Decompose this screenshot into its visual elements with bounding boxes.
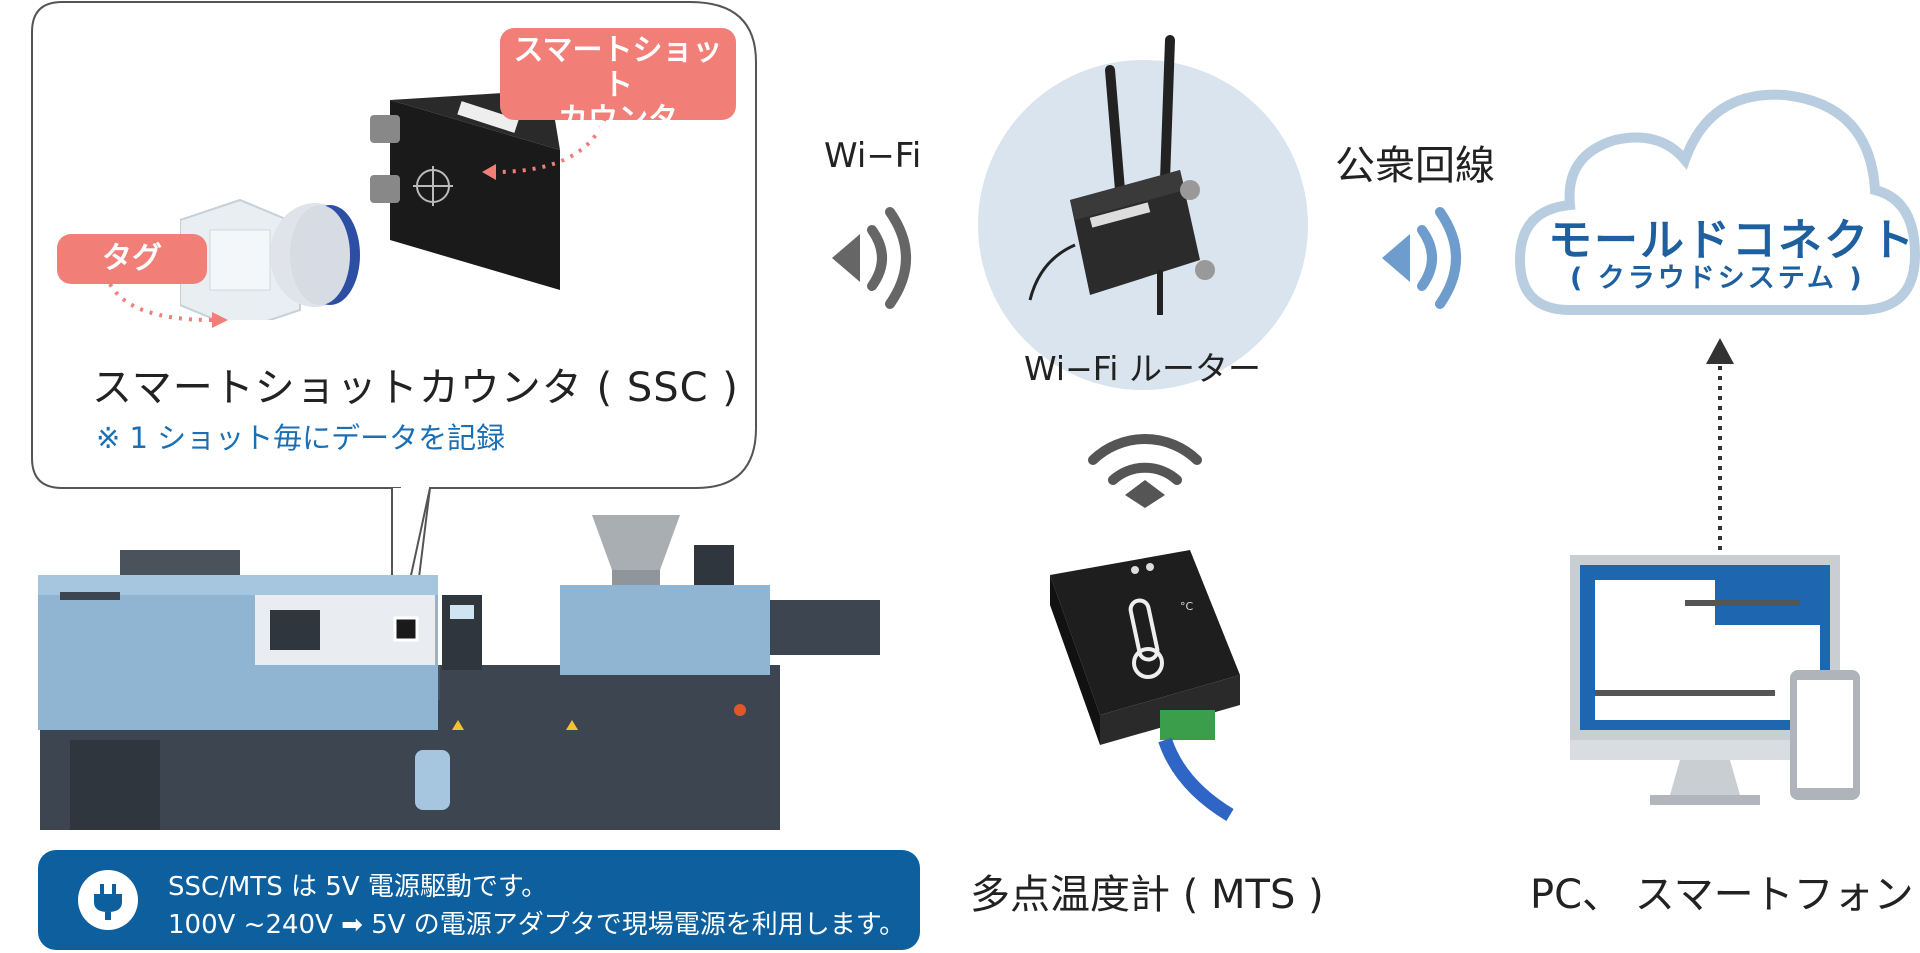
plug-icon: [78, 870, 138, 930]
router-label: Wi−Fi ルーター: [1024, 349, 1261, 388]
power-notice: SSC/MTS は 5V 電源駆動です。 100V ~240V ➡ 5V の電源…: [38, 850, 920, 950]
ssc-callout: スマートショット カウンタ タグ スマートショットカウンタ ( SSC ) ※ …: [0, 0, 760, 627]
ssc-tag-line1: スマートショット: [513, 33, 723, 103]
callout-arrows: [108, 117, 607, 328]
tag-name-label: タグ: [57, 234, 207, 284]
public-line-label: 公衆回線: [1335, 143, 1495, 189]
wifi-label: Wi−Fi: [824, 136, 922, 176]
ssc-mount-point: [393, 616, 419, 642]
public-line-signal-icon: [1382, 207, 1461, 309]
cloud-subtitle: ( クラウドシステム ): [1570, 263, 1865, 294]
power-line-2: 100V ~240V ➡ 5V の電源アダプタで現場電源を利用します。: [168, 910, 906, 940]
ssc-name-tag: スマートショット カウンタ: [500, 28, 736, 137]
pc-smartphone-illustration: [1570, 555, 1860, 805]
mts-unit-symbol: °C: [1180, 600, 1194, 613]
mts-label: 多点温度計 ( MTS ): [970, 872, 1324, 918]
wifi-fan-icon: [1088, 434, 1202, 508]
injection-molding-machine: [38, 515, 880, 830]
router-icon: [1028, 35, 1215, 315]
mts-device-illustration: °C: [1050, 550, 1240, 822]
power-line-1: SSC/MTS は 5V 電源駆動です。: [168, 872, 548, 902]
ssc-tag-line2: カウンタ: [558, 102, 678, 137]
ssc-note: ※ 1 ショット毎にデータを記録: [96, 421, 506, 455]
cloud-shape: [1514, 89, 1920, 315]
ssc-device-illustration: [180, 90, 560, 320]
cloud-title: モールドコネクト: [1548, 215, 1916, 266]
upload-arrow: [1706, 338, 1734, 555]
wifi-signal-icon: [832, 207, 911, 309]
ssc-title: スマートショットカウンタ ( SSC ): [92, 365, 739, 411]
pc-smartphone-label: PC、 スマートフォン: [1530, 872, 1914, 918]
plug-glyph: [94, 884, 122, 920]
